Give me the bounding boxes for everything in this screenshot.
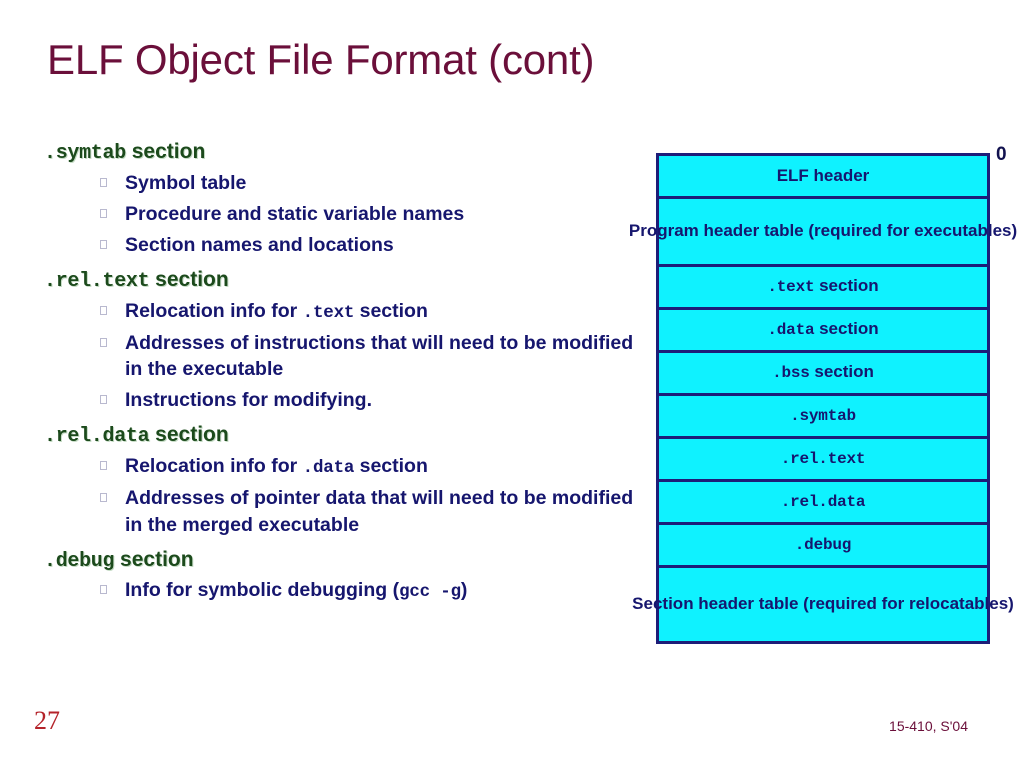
elf-row-label: .rel.text (781, 448, 866, 469)
section-heading-word: section (125, 140, 206, 163)
sub-bullet-text-suffix: section (354, 454, 428, 477)
elf-row-suffix: section (814, 276, 879, 296)
elf-row-code: .bss (772, 364, 810, 383)
elf-row-label: Section header table (required for reloc… (632, 594, 1014, 614)
elf-row-label: Program header table (required for execu… (629, 221, 1017, 241)
section-heading-code: .debug (44, 549, 115, 573)
section-heading: .rel.text section (44, 268, 649, 294)
elf-row-label: .data section (767, 319, 878, 340)
elf-row-suffix: section (809, 362, 874, 382)
sub-bullet-text-suffix: ) (460, 579, 468, 602)
section-heading-code: .rel.data (44, 425, 150, 449)
sub-bullet-item: Relocation info for .data section (44, 453, 649, 480)
section-heading-code: .rel.text (44, 269, 150, 293)
section-heading-word: section (114, 547, 194, 571)
sub-bullet-item: Info for symbolic debugging (gcc -g) (44, 577, 649, 604)
sub-bullet-text: Relocation info for (125, 299, 303, 322)
elf-row-code: .rel.data (780, 493, 866, 512)
elf-row-label: .symtab (790, 405, 856, 426)
section-heading-code: .symtab (44, 142, 126, 165)
square-bullet-icon (100, 460, 107, 470)
elf-row-label: .debug (794, 534, 852, 555)
sub-bullet-text: Addresses of instructions that will need… (125, 332, 634, 381)
elf-row-label: ELF header (777, 166, 870, 186)
elf-section-row: Program header table (required for execu… (629, 199, 1017, 267)
sub-bullet-item: Instructions for modifying. (44, 387, 649, 413)
sub-bullet-code: .text (302, 302, 355, 323)
course-footer: 15-410, S'04 (889, 718, 968, 734)
elf-row-label: .text section (767, 276, 878, 297)
sub-bullet-text-suffix: section (354, 299, 428, 322)
elf-section-row: .text section (659, 267, 987, 310)
square-bullet-icon (100, 395, 107, 405)
sub-bullet-item: Relocation info for .text section (44, 298, 649, 325)
page-title: ELF Object File Format (cont) (47, 36, 595, 83)
elf-section-row: ELF header (659, 156, 987, 199)
sub-bullet-code: gcc -g (399, 582, 461, 603)
offset-zero-label: 0 (996, 144, 1007, 165)
elf-row-text: ELF header (776, 165, 870, 185)
elf-section-row: .rel.data (659, 482, 987, 525)
sub-bullet-code: .data (302, 457, 355, 478)
square-bullet-icon (100, 239, 107, 249)
elf-row-text: Section header table (required for reloc… (632, 594, 1014, 614)
slide-number: 27 (34, 706, 60, 735)
elf-row-code: .symtab (790, 407, 856, 426)
sub-bullet-text: Addresses of pointer data that will need… (125, 487, 634, 536)
elf-row-label: .bss section (772, 362, 874, 383)
square-bullet-icon (100, 208, 107, 218)
section-heading: .debug section (44, 548, 649, 574)
sub-bullet-item: Symbol table (44, 170, 649, 196)
sub-bullet-item: Section names and locations (44, 232, 649, 258)
elf-row-suffix: section (814, 319, 879, 339)
sub-bullet-item: Addresses of instructions that will need… (44, 330, 649, 382)
sub-bullet-text: Relocation info for (125, 454, 303, 477)
sub-bullet-list: Info for symbolic debugging (gcc -g) (44, 577, 649, 604)
square-bullet-icon (100, 585, 107, 595)
sub-bullet-text: Instructions for modifying. (125, 389, 372, 412)
elf-row-code: .data (767, 321, 815, 340)
elf-row-code: .rel.text (780, 450, 866, 469)
square-bullet-icon (100, 305, 107, 315)
elf-section-row: .rel.text (659, 439, 987, 482)
elf-section-row: Section header table (required for reloc… (632, 568, 1014, 641)
elf-section-row: .symtab (659, 396, 987, 439)
elf-row-code: .text (767, 278, 815, 297)
elf-row-code: .debug (794, 536, 852, 555)
elf-section-row: .bss section (659, 353, 987, 396)
sub-bullet-text: Section names and locations (125, 233, 394, 256)
square-bullet-icon (100, 493, 107, 503)
sub-bullet-text: Symbol table (125, 171, 247, 194)
section-heading-word: section (149, 423, 229, 447)
section-heading-word: section (149, 267, 229, 291)
elf-section-row: .data section (659, 310, 987, 353)
elf-row-label: .rel.data (781, 491, 866, 512)
square-bullet-icon (100, 177, 107, 187)
sub-bullet-text: Procedure and static variable names (125, 202, 465, 225)
square-bullet-icon (100, 338, 107, 347)
elf-section-row: .debug (659, 525, 987, 568)
section-heading: .symtab section (44, 140, 649, 166)
sub-bullet-item: Addresses of pointer data that will need… (44, 485, 649, 537)
elf-row-text: Program header table (required for execu… (628, 221, 1018, 241)
sub-bullet-text: Info for symbolic debugging ( (125, 579, 400, 602)
sub-bullet-item: Procedure and static variable names (44, 201, 649, 227)
section-heading: .rel.data section (44, 423, 649, 449)
